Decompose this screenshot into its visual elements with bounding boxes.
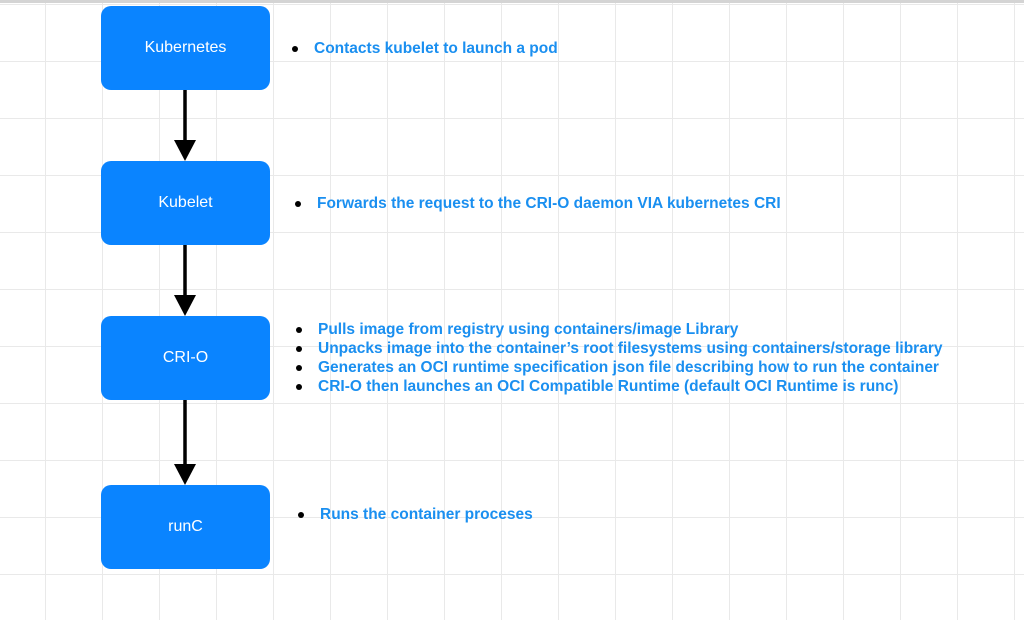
- bullet-dot: [296, 384, 302, 390]
- node-cri-o-label: CRI-O: [162, 349, 209, 366]
- node-runc-label: runC: [168, 518, 203, 535]
- note-text: Runs the container proceses: [320, 506, 533, 523]
- note-item: Contacts kubelet to launch a pod: [292, 39, 558, 58]
- note-item: Forwards the request to the CRI-O daemon…: [295, 194, 781, 213]
- notes-kubernetes: Contacts kubelet to launch a pod: [292, 39, 558, 58]
- note-item: Runs the container proceses: [298, 505, 533, 524]
- arrow-kubelet-to-cri-o[interactable]: [171, 245, 199, 316]
- note-text: Forwards the request to the CRI-O daemon…: [317, 195, 781, 212]
- arrow-head: [174, 295, 196, 316]
- note-item: Generates an OCI runtime specification j…: [296, 358, 942, 377]
- arrow-head: [174, 464, 196, 485]
- arrow-kubernetes-to-kubelet[interactable]: [171, 90, 199, 161]
- notes-kubelet: Forwards the request to the CRI-O daemon…: [295, 194, 781, 213]
- bullet-dot: [295, 201, 301, 207]
- note-item: CRI-O then launches an OCI Compatible Ru…: [296, 377, 942, 396]
- node-kubelet[interactable]: Kubelet: [101, 161, 270, 245]
- bullet-dot: [292, 46, 298, 52]
- node-kubernetes[interactable]: Kubernetes: [101, 6, 270, 90]
- arrow-head: [174, 140, 196, 161]
- node-kubernetes-label: Kubernetes: [144, 39, 227, 56]
- notes-runc: Runs the container proceses: [298, 505, 533, 524]
- bullet-dot: [296, 365, 302, 371]
- node-runc[interactable]: runC: [101, 485, 270, 569]
- bullet-dot: [296, 327, 302, 333]
- note-item: Unpacks image into the container’s root …: [296, 339, 942, 358]
- note-text: Generates an OCI runtime specification j…: [318, 359, 939, 376]
- note-item: Pulls image from registry using containe…: [296, 320, 942, 339]
- node-cri-o[interactable]: CRI-O: [101, 316, 270, 400]
- bullet-dot: [296, 346, 302, 352]
- arrow-cri-o-to-runc[interactable]: [171, 400, 199, 485]
- note-text: Contacts kubelet to launch a pod: [314, 40, 558, 57]
- notes-cri-o: Pulls image from registry using containe…: [296, 320, 942, 396]
- note-text: Unpacks image into the container’s root …: [318, 340, 943, 357]
- node-kubelet-label: Kubelet: [158, 194, 213, 211]
- note-text: CRI-O then launches an OCI Compatible Ru…: [318, 378, 899, 395]
- note-text: Pulls image from registry using containe…: [318, 321, 739, 338]
- bullet-dot: [298, 512, 304, 518]
- canvas-top-border: [0, 0, 1024, 3]
